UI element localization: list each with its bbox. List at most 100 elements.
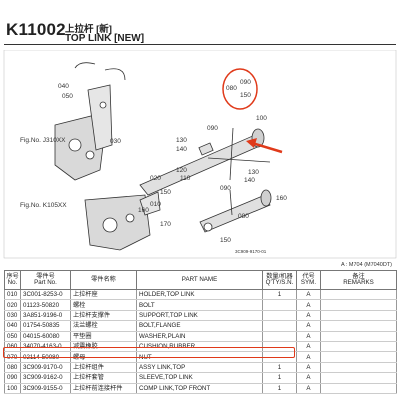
- red-callout-circle: [222, 68, 258, 110]
- callout-120: 120: [176, 167, 187, 174]
- row-sym: A: [296, 289, 321, 301]
- callout-090-b: 090: [220, 185, 231, 192]
- callout-160: 160: [138, 207, 149, 214]
- callout-fig-j310: Fig.No. J310XX: [20, 137, 66, 144]
- header-part-name: PART NAME: [136, 270, 263, 290]
- catalog-title-chinese: 上拉杆 [新]: [65, 24, 112, 35]
- top-link-upper-illustration: [139, 127, 271, 196]
- row-qty: [262, 331, 297, 342]
- row-name-en: COMP LINK,TOP FRONT: [136, 383, 263, 394]
- callout-040: 040: [58, 83, 69, 90]
- callout-020: 020: [150, 175, 161, 182]
- callout-150: 150: [160, 189, 171, 196]
- callout-050: 050: [62, 93, 73, 100]
- row-name-cn: 上拉杆座: [70, 289, 137, 301]
- callout-160-b: 160: [276, 195, 287, 202]
- callout-100: 100: [256, 115, 267, 122]
- row-qty: 1: [262, 289, 297, 301]
- row-name-en: BOLT: [136, 299, 263, 311]
- row-no: 010: [4, 289, 21, 301]
- row-name-cn: 上拉杆套管: [70, 372, 137, 384]
- holder-bracket-illustration: [54, 62, 126, 181]
- row-no: 050: [4, 331, 21, 342]
- row-no: 100: [4, 383, 21, 394]
- row-part-no: 01123-50820: [20, 299, 71, 311]
- red-pointer-arrow: [246, 138, 283, 154]
- row-qty: 1: [262, 372, 297, 384]
- row-qty: 1: [262, 383, 297, 394]
- callout-110: 110: [180, 175, 191, 182]
- row-qty: 1: [262, 362, 297, 374]
- row-remarks: [320, 383, 397, 394]
- row-part-no: 3C909-9155-0: [20, 383, 71, 394]
- row-name-en: SLEEVE,TOP LINK: [136, 372, 263, 384]
- row-part-no: 3A851-9196-0: [20, 310, 71, 322]
- row-remarks: [320, 341, 397, 353]
- callout-010: 010: [150, 201, 161, 208]
- callout-080-circle: 080: [226, 85, 237, 92]
- row-remarks: [320, 320, 397, 332]
- row-remarks: [320, 351, 397, 363]
- support-bracket-illustration: [84, 191, 161, 251]
- callout-030: 030: [110, 138, 121, 145]
- row-name-cn: 螺栓: [70, 299, 137, 311]
- row-remarks: [320, 289, 397, 301]
- callout-140: 140: [176, 146, 187, 153]
- row-name-en: WASHER,PLAIN: [136, 331, 263, 342]
- header-divider: [4, 44, 396, 45]
- row-remarks: [320, 331, 397, 342]
- callout-090: 090: [207, 125, 218, 132]
- row-qty: [262, 299, 297, 311]
- row-no: 080: [4, 362, 21, 374]
- catalog-title-code: K11002: [6, 20, 66, 39]
- row-sym: A: [296, 299, 321, 311]
- row-sym: A: [296, 383, 321, 394]
- row-sym: A: [296, 362, 321, 374]
- callout-140-b: 140: [244, 177, 255, 184]
- row-name-en: ASSY LINK,TOP: [136, 362, 263, 374]
- row-part-no: 3C001-8253-0: [20, 289, 71, 301]
- row-sym: A: [296, 341, 321, 353]
- callout-130: 130: [176, 137, 187, 144]
- callout-080-b: 080: [238, 213, 249, 220]
- row-name-cn: 平垫圈: [70, 331, 137, 342]
- row-remarks: [320, 362, 397, 374]
- row-sym: A: [296, 320, 321, 332]
- row-no: 020: [4, 299, 21, 311]
- row-remarks: [320, 299, 397, 311]
- row-remarks: [320, 372, 397, 384]
- row-part-no: 04015-60080: [20, 331, 71, 342]
- top-link-lower-illustration: [199, 189, 272, 233]
- row-part-no: 3C909-9170-0: [20, 362, 71, 374]
- row-no: 030: [4, 310, 21, 322]
- callout-150-circle: 150: [240, 92, 251, 99]
- row-name-cn: 法兰螺栓: [70, 320, 137, 332]
- row-part-no: 3C909-9162-0: [20, 372, 71, 384]
- diagram-ref-code: 3C909-9170-01: [235, 249, 267, 254]
- row-no: 090: [4, 372, 21, 384]
- highlight-box-080: [3, 347, 295, 358]
- row-name-cn: 上拉杆支撑件: [70, 310, 137, 322]
- row-qty: [262, 320, 297, 332]
- row-sym: A: [296, 372, 321, 384]
- row-name-cn: 上拉杆前连接杆件: [70, 383, 137, 394]
- row-remarks: [320, 310, 397, 322]
- catalog-title-english: TOP LINK [NEW]: [65, 33, 145, 44]
- callout-fig-k105: Fig.No. K105XX: [20, 202, 67, 209]
- row-name-en: BOLT,FLANGE: [136, 320, 263, 332]
